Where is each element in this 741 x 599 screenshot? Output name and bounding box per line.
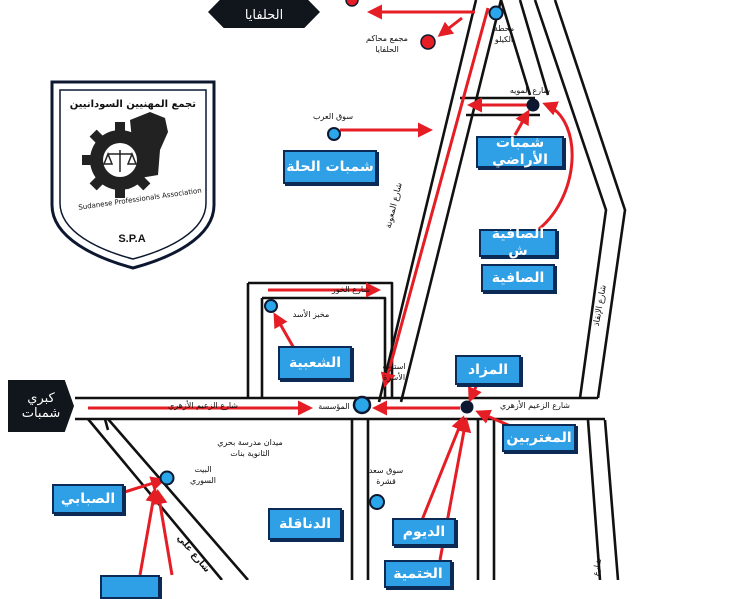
box-partial-south — [100, 575, 160, 599]
khor-street-road — [246, 281, 394, 398]
route-south-a — [138, 487, 161, 576]
box-safia: الصافية — [481, 264, 555, 292]
inqaz-street-lower-road — [586, 419, 620, 580]
route-mazad — [468, 381, 482, 403]
route-diyum — [420, 415, 466, 521]
label-souq-saad: سوق سعد قشرة — [368, 466, 404, 488]
courts-node — [420, 34, 436, 50]
road-network — [75, 0, 627, 580]
label-courts: مجمع محاكم الحلفايا — [355, 34, 419, 56]
label-azhari-east: شارع الزعيم الأزهري — [500, 401, 570, 410]
label-khor-street: شارع الخور — [331, 285, 371, 294]
inqaz-street-road — [533, 0, 627, 399]
route-maouna-south — [380, 7, 490, 388]
kubri-label: كبري — [27, 391, 55, 406]
souq-arab-node — [327, 127, 341, 141]
label-courts-line2: الحلفايا — [375, 44, 399, 54]
label-maydan: ميدان مدرسة بحري الثانوية بنات — [200, 438, 300, 460]
label-stop-usra: استوب الأسرة — [374, 362, 414, 384]
stop-usra-node — [352, 395, 372, 415]
label-souq-arab: سوق العرب — [312, 112, 354, 121]
box-khatmiya: الختمية — [384, 560, 452, 588]
bayt-suri-node — [159, 470, 175, 486]
label-courts-line1: مجمع محاكم — [366, 34, 408, 43]
label-kilo-station-line1: محطة — [493, 24, 515, 33]
label-moya-street: شارع المويه — [509, 86, 551, 95]
box-shabiya: الشعبية — [278, 346, 352, 380]
box-mazad: المزاد — [455, 355, 521, 385]
label-stop-usra-line1: استوب — [382, 362, 406, 371]
azhari-street-road — [75, 396, 605, 421]
protest-route-map — [50, 0, 627, 580]
label-bayt-suri: البيت السوري — [186, 465, 220, 487]
logo-abbreviation: S.P.A — [118, 233, 146, 245]
label-maydan-line1: ميدان مدرسة بحري — [217, 438, 283, 447]
azhari-east-node — [460, 400, 474, 414]
souq-saad-node — [369, 494, 385, 510]
fist-icon — [130, 112, 168, 178]
route-south-b — [152, 489, 174, 576]
label-maydan-line2: الثانوية بنات — [230, 448, 270, 458]
logo-arabic-name: تجمع المهنيين السودانيين — [69, 99, 196, 110]
route-courts — [437, 16, 463, 37]
box-shambat-aradi: شمبات الأراضي — [476, 135, 564, 168]
kubri-shambat-sign: كبري شمبات — [8, 380, 74, 432]
spa-logo — [50, 80, 216, 270]
halfaya-sign-label: الحلفايا — [244, 7, 284, 23]
label-azhari-west: شارع الزعيم الأزهري — [168, 401, 238, 410]
maouna-street-road — [377, 0, 503, 403]
box-safia-sh: الصافية ش — [479, 226, 557, 259]
map-nodes — [159, 0, 540, 510]
halfaya-sign: الحلفايا — [208, 0, 320, 28]
south-road-b — [476, 419, 496, 580]
moya-street-node — [526, 98, 540, 112]
top-red-node — [345, 0, 359, 7]
scales-icon — [102, 150, 138, 172]
label-muassasa: المؤسسة — [318, 402, 350, 411]
label-asad-bakery: مخبز الأسد — [292, 310, 330, 319]
route-aradi-up — [513, 109, 530, 136]
label-kilo-station: محطة الكيلو — [484, 24, 524, 46]
box-sababi: الصبابي — [52, 484, 124, 514]
march-routes — [88, 4, 574, 576]
box-danagla: الدناقلة — [268, 508, 342, 540]
shambat-label: شمبات — [21, 406, 61, 421]
box-mughtaribin: المغتربين — [502, 424, 576, 452]
label-bayt-suri-line2: السوري — [189, 475, 217, 485]
box-diyum: الديوم — [392, 518, 456, 546]
kilo-station-node — [488, 5, 504, 21]
label-kilo-station-line2: الكيلو — [494, 34, 514, 44]
south-road-a — [350, 419, 370, 580]
asad-bakery-node — [264, 299, 278, 313]
label-souq-saad-line1: سوق سعد — [368, 466, 404, 475]
box-shambat-hila: شمبات الحلة — [283, 150, 377, 184]
logo-shield-inner — [59, 89, 207, 260]
route-shabiya — [273, 312, 297, 351]
route-safia — [534, 101, 574, 234]
kilo-connector-road — [499, 0, 550, 96]
connector — [103, 418, 110, 431]
label-bayt-suri-line1: البيت — [194, 465, 212, 474]
label-souq-saad-line2: قشرة — [376, 476, 396, 486]
label-stop-usra-line2: الأسرة — [382, 372, 406, 382]
